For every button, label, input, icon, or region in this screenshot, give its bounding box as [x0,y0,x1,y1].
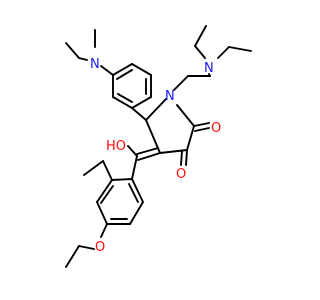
carbonyl-groups: O O [176,121,221,182]
ring-nitrogen-label: N [165,89,175,104]
c3-o-bond-a [185,149,188,166]
ring1-double-1 [116,69,133,80]
ethyl-2-bond-2 [228,46,252,52]
ring1-bond-1 [112,63,133,76]
n-aryl-bond [100,65,114,76]
c3-c4-bond [159,149,188,154]
ring2-bond-6 [131,178,144,203]
aminophenyl-ring [112,63,152,109]
ring2-double-3 [128,183,139,203]
ring2-bond-3 [96,201,108,225]
ring1-bond-5 [112,96,133,109]
ethyl-2-bond-1 [217,46,230,59]
c2-o-bond-b [194,127,210,132]
ether-oxygen-label: O [95,240,105,255]
aryl-methyl-bond [102,160,113,181]
aryl-c5-bond [131,107,147,121]
ketone-oxygen-1-label: O [211,121,221,136]
nme2-nitrogen-label: N [90,57,100,72]
aryl-o-bond [100,223,108,238]
chain-bond-1 [173,75,189,91]
hydroxyl-label: HO [106,139,126,154]
ethyl-1-bond-2 [194,25,207,47]
molecule-canvas: N N O [65,25,252,268]
methyl-bond-1 [65,42,80,59]
pyrrolidinone-ring: N [131,89,195,154]
exocyclic-double-b [136,147,159,155]
o-ethyl-bond-2 [65,245,80,268]
hydroxymethylene-group: HO [106,139,161,180]
dimethylamino-group: N [65,29,114,76]
methyl-bond-2 [78,57,88,61]
diethylaminoethyl-chain: N [173,25,252,91]
diethyl-nitrogen-label: N [204,61,214,76]
n-c2-bond [176,104,195,127]
ring1-bond-2 [131,63,152,76]
c-oh-bond [127,145,138,157]
ring2-bond-2 [96,179,113,203]
ring2-bond-5 [129,201,144,225]
ring2-double-1 [100,185,114,204]
c3-o-bond-b [180,150,183,166]
ring1-double-3 [117,93,133,103]
c-aryl-bond [131,155,138,180]
methyl-stub [83,160,104,176]
ring2-bond-1 [111,178,133,181]
c5-n-bond [145,98,167,121]
ketone-oxygen-2-label: O [176,167,186,182]
o-ethyl-bond-1 [78,245,95,250]
ethoxy-group: O [65,223,108,268]
ethoxy-methylphenyl-ring [83,160,144,225]
exocyclic-double-a [137,152,161,161]
c2-o-bond-a [193,122,210,127]
chain-bond-3 [208,73,211,77]
c2-c3-bond [186,125,195,151]
ring1-bond-4 [131,96,152,109]
ethyl-1-bond-1 [194,45,206,59]
molecule-structure: N N O [65,25,252,268]
